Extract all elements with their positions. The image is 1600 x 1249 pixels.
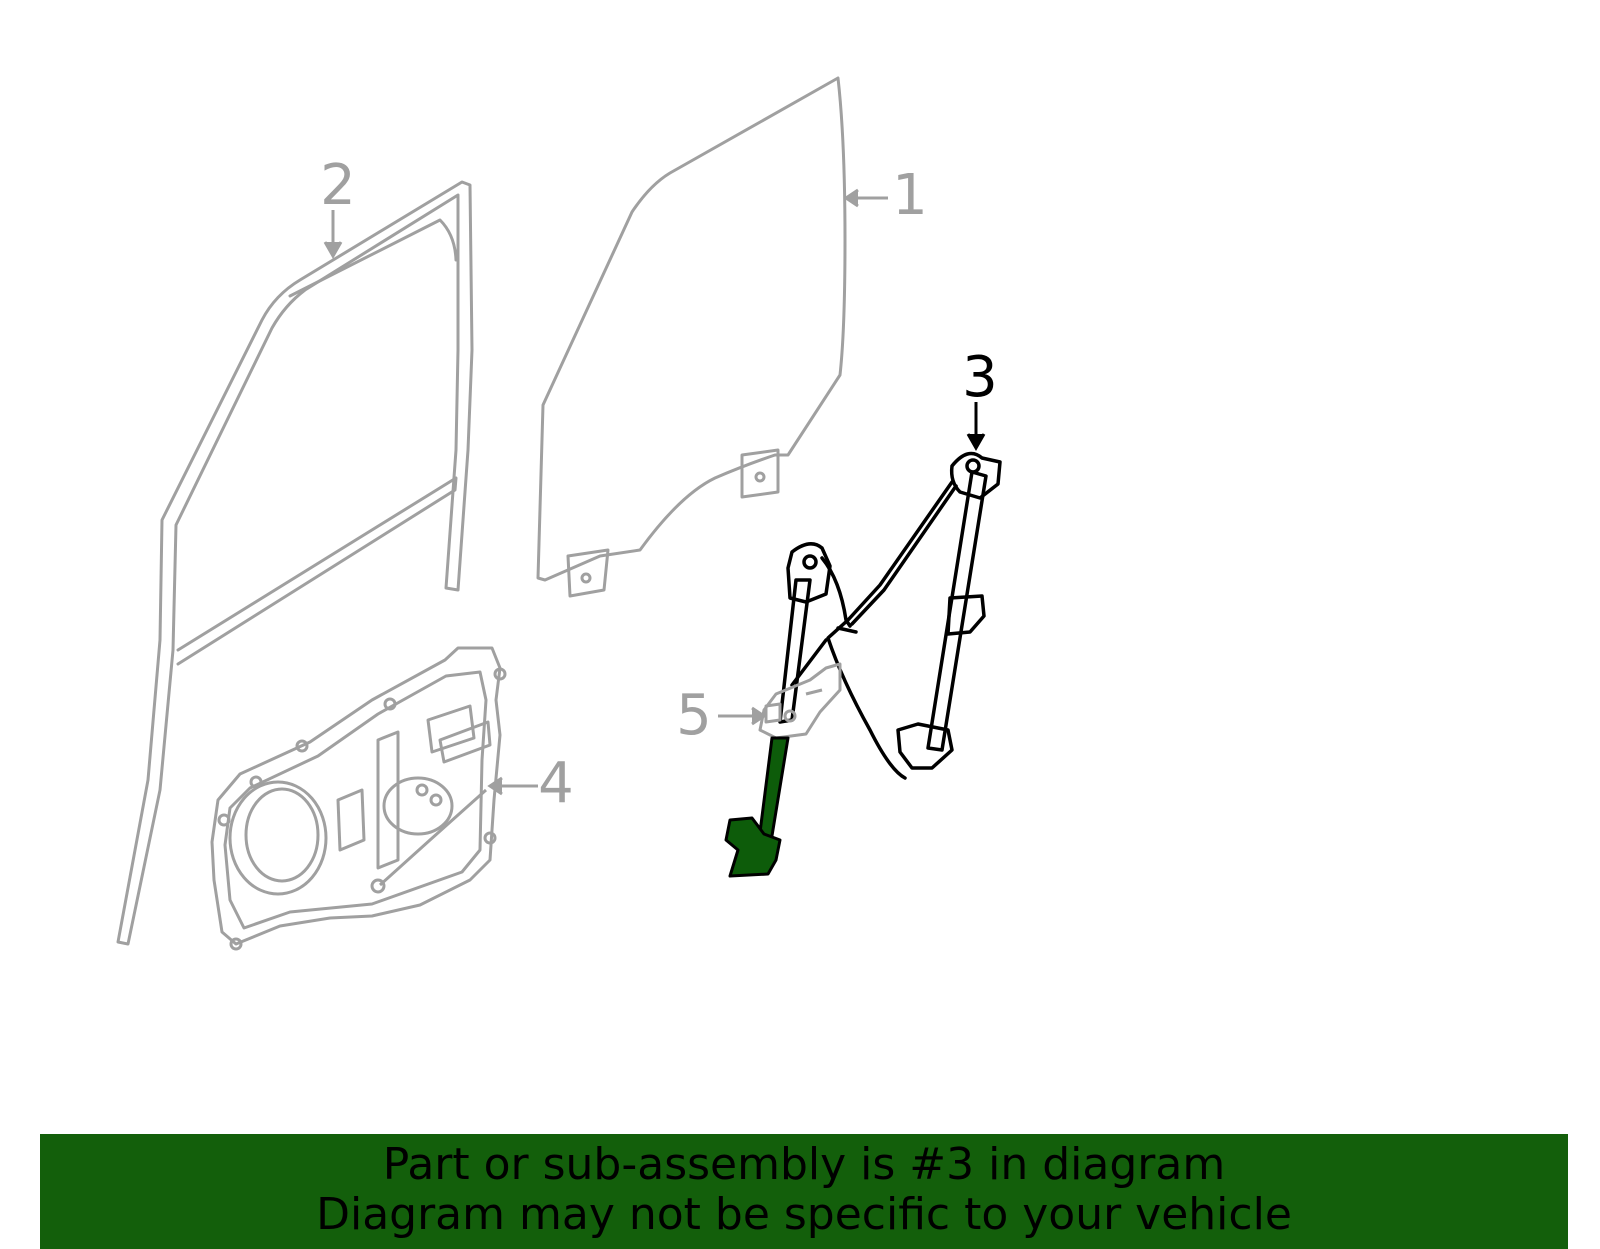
arrow-to-part-2 xyxy=(323,210,343,260)
arrow-to-part-5 xyxy=(718,706,767,726)
callout-5: 5 xyxy=(676,683,712,748)
callout-1: 1 xyxy=(892,163,928,228)
banner-line-disclaimer: Diagram may not be specific to your vehi… xyxy=(316,1189,1292,1240)
window-motor-part-5 xyxy=(758,662,842,740)
regulator-lower-channel xyxy=(724,736,790,878)
callout-4: 4 xyxy=(538,751,574,816)
arrow-to-part-3 xyxy=(966,402,986,452)
door-glass-part-1 xyxy=(536,76,847,598)
banner-line-part-number: Part or sub-assembly is #3 in diagram xyxy=(382,1139,1226,1190)
callout-2: 2 xyxy=(320,153,356,218)
callout-arrows xyxy=(323,188,986,796)
arrow-to-part-4 xyxy=(487,776,538,796)
arrow-to-part-1 xyxy=(843,188,888,208)
info-banner: Part or sub-assembly is #3 in diagram Di… xyxy=(40,1134,1568,1249)
window-regulator-part-3 xyxy=(778,451,1002,780)
door-frame-part-2 xyxy=(116,180,474,946)
door-module-part-4 xyxy=(210,646,507,951)
callout-3: 3 xyxy=(962,345,998,410)
